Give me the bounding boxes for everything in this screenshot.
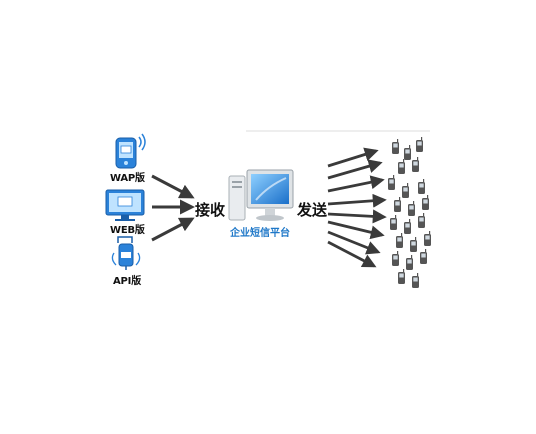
- platform-label: 企业短信平台: [230, 228, 290, 239]
- api-label: API版: [113, 276, 141, 287]
- mobile-phone-icon: [404, 145, 411, 160]
- mobile-phone-icon: [408, 201, 415, 216]
- mobile-phone-icon: [398, 269, 405, 284]
- output-arrow: [327, 230, 381, 255]
- mobile-phone-icon: [402, 183, 409, 198]
- mobile-phone-icon: [404, 219, 411, 234]
- output-arrow: [327, 220, 385, 240]
- mobile-phone-icon: [412, 273, 419, 288]
- web-monitor-icon: [105, 189, 145, 221]
- mobile-phone-icon: [410, 237, 417, 252]
- mobile-phone-icon: [394, 197, 401, 212]
- output-arrow: [327, 209, 387, 224]
- output-arrow: [327, 147, 379, 168]
- mobile-phone-icon: [392, 139, 399, 154]
- platform-computer-icon: [228, 169, 294, 221]
- mobile-phone-icon: [422, 195, 429, 210]
- mobile-phone-icon: [396, 233, 403, 248]
- mobile-phone-icon: [406, 255, 413, 270]
- input-arrow-3: [151, 217, 195, 242]
- api-device-icon: [111, 236, 141, 270]
- output-arrow: [327, 175, 385, 193]
- recipient-phones: [388, 137, 431, 288]
- output-arrows: [327, 147, 387, 268]
- output-arrow: [327, 193, 387, 208]
- mobile-phone-icon: [416, 137, 423, 152]
- mobile-phone-icon: [418, 179, 425, 194]
- mobile-phone-icon: [398, 159, 405, 174]
- mobile-phone-icon: [418, 213, 425, 228]
- mobile-phone-icon: [424, 231, 431, 246]
- wap-label: WAP版: [110, 173, 145, 184]
- web-label: WEB版: [110, 225, 145, 236]
- mobile-phone-icon: [388, 175, 395, 190]
- send-label: 发送: [297, 201, 328, 219]
- input-arrow-1: [151, 174, 195, 199]
- receive-label: 接收: [195, 201, 226, 219]
- mobile-phone-icon: [392, 251, 399, 266]
- mobile-phone-icon: [390, 215, 397, 230]
- output-arrow: [327, 159, 383, 180]
- mobile-phone-icon: [420, 249, 427, 264]
- output-arrow: [327, 240, 377, 268]
- mobile-phone-icon: [412, 157, 419, 172]
- wap-phone-icon: [115, 133, 146, 169]
